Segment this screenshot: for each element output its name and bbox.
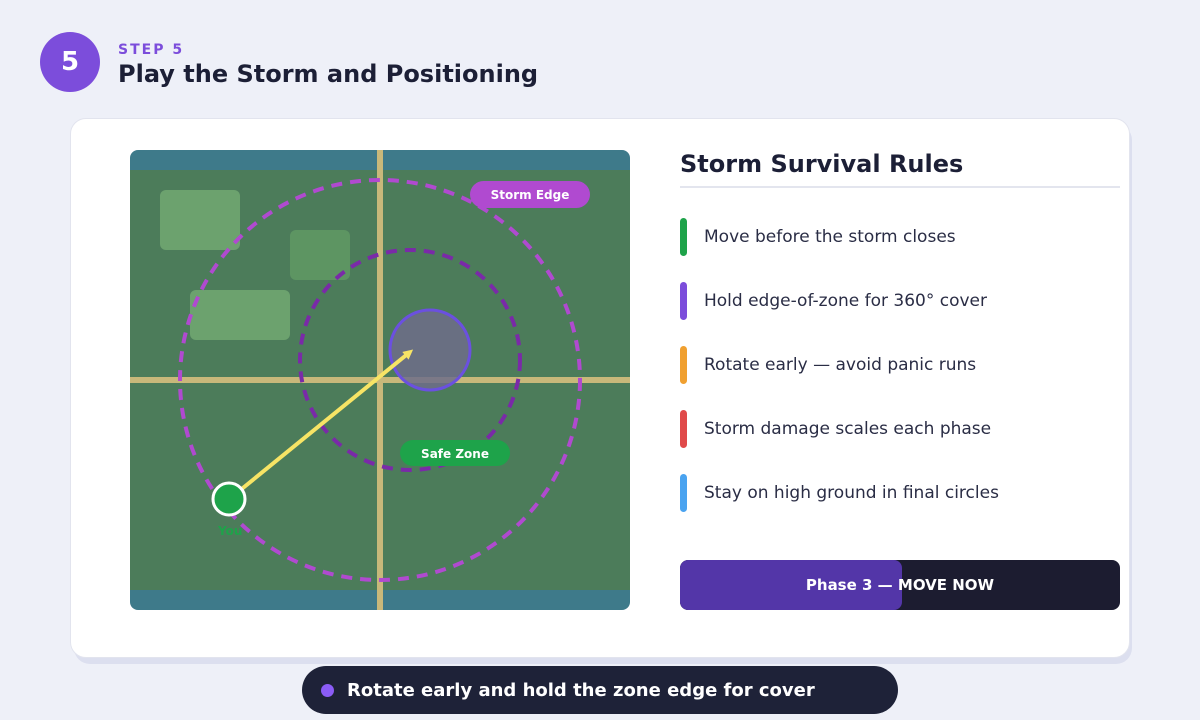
rules-divider <box>680 186 1120 188</box>
player-marker <box>211 481 247 517</box>
next-zone-ring <box>298 248 522 472</box>
rule-item: Move before the storm closes <box>680 217 1120 257</box>
rule-item: Stay on high ground in final circles <box>680 473 1120 513</box>
rule-text: Storm damage scales each phase <box>704 419 992 439</box>
step-label: STEP 5 <box>118 42 185 58</box>
rule-text: Hold edge-of-zone for 360° cover <box>704 291 987 311</box>
storm-ring <box>178 178 582 582</box>
player-label: You <box>217 524 242 538</box>
road-horizontal <box>130 377 630 383</box>
phase-progress-bar: Phase 3 — MOVE NOW <box>680 560 1120 610</box>
rule-color-bar <box>680 410 687 448</box>
rules-title: Storm Survival Rules <box>680 150 964 178</box>
storm-edge-pill <box>470 181 590 208</box>
safe-zone-pill <box>400 440 510 466</box>
rule-text: Move before the storm closes <box>704 227 956 247</box>
rule-item: Storm damage scales each phase <box>680 409 1120 449</box>
rule-item: Hold edge-of-zone for 360° cover <box>680 281 1120 321</box>
phase-progress-fill <box>680 560 903 610</box>
rule-item: Rotate early — avoid panic runs <box>680 345 1120 385</box>
bullet-dot-icon <box>321 683 334 697</box>
rule-text: Stay on high ground in final circles <box>704 483 999 503</box>
rotation-arrow <box>236 349 414 494</box>
safe-zone-label: Safe Zone <box>421 447 489 461</box>
rule-color-bar <box>680 346 687 384</box>
building-block <box>190 290 290 340</box>
rule-color-bar <box>680 474 687 512</box>
building-block <box>290 230 350 280</box>
tip-text: Rotate early and hold the zone edge for … <box>347 679 815 701</box>
storm-edge-label: Storm Edge <box>491 188 570 202</box>
page-title: Play the Storm and Positioning <box>118 60 539 88</box>
rule-text: Rotate early — avoid panic runs <box>704 355 977 375</box>
building-block <box>160 190 240 250</box>
safe-zone-circle <box>388 308 472 392</box>
phase-label: Phase 3 — MOVE NOW <box>805 576 995 594</box>
rule-color-bar <box>680 218 687 256</box>
tip-banner: Rotate early and hold the zone edge for … <box>302 666 898 714</box>
rule-color-bar <box>680 282 687 320</box>
step-number-badge: 5 <box>40 32 100 92</box>
